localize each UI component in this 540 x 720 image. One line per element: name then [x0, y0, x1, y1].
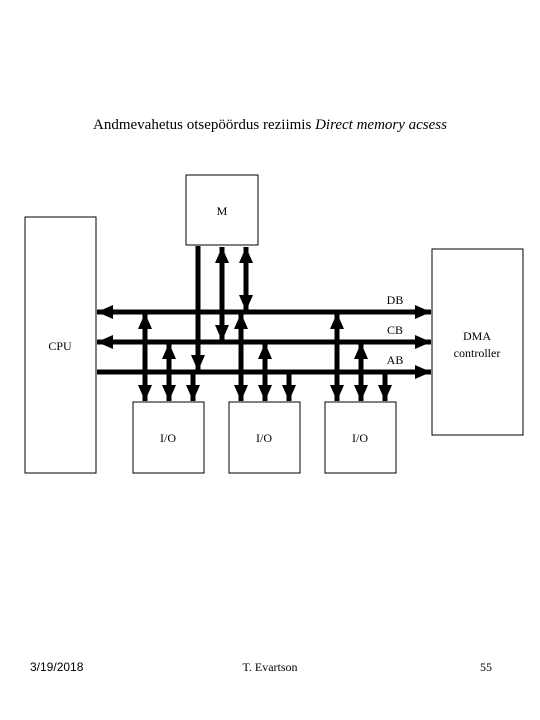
page-number: 55 — [480, 660, 492, 674]
footer-author: T. Evartson — [242, 660, 298, 674]
footer-date: 3/19/2018 — [30, 660, 84, 674]
io-block-3 — [324, 401, 397, 474]
control-bus-label: CB — [387, 323, 403, 337]
memory-block — [185, 174, 259, 246]
dma-controller-block — [431, 248, 524, 436]
io-label-3: I/O — [352, 431, 368, 445]
address-bus-label: AB — [387, 353, 404, 367]
data-bus-label: DB — [387, 293, 404, 307]
cpu-label: CPU — [48, 339, 72, 353]
title-main: Andmevahetus otsepöördus reziimis — [93, 117, 316, 133]
io-block-2 — [228, 401, 301, 474]
io-label-2: I/O — [256, 431, 272, 445]
memory-label: M — [217, 204, 228, 218]
io-label-1: I/O — [160, 431, 176, 445]
title-italic: Direct memory acsess — [315, 117, 447, 133]
slide-title: Andmevahetus otsepöördus reziimis Direct… — [0, 117, 540, 134]
io-block-1 — [132, 401, 205, 474]
dma-label-line1: DMA — [463, 329, 491, 343]
dma-label-line2: controller — [454, 346, 501, 360]
cpu-block — [24, 216, 97, 474]
